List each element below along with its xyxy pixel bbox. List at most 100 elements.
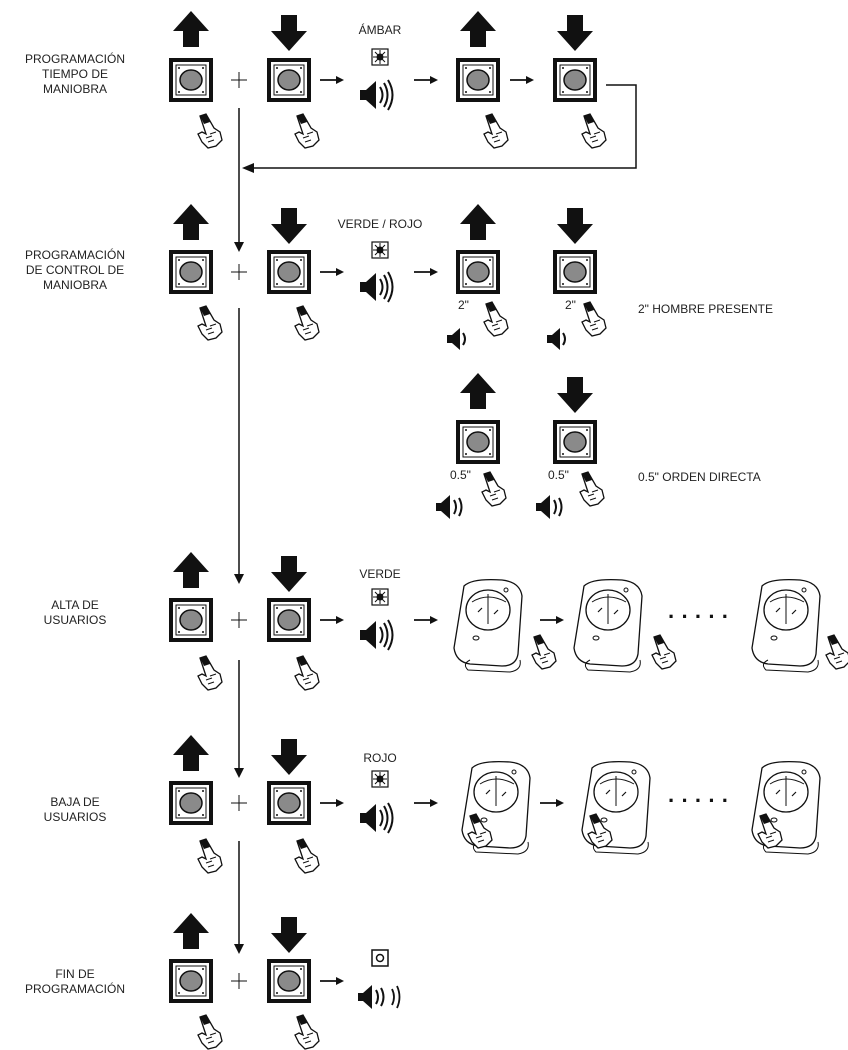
hand-press-icon [481,471,507,507]
row-label-baja: BAJA DE USUARIOS [43,795,107,824]
arrow-down-icon [271,15,307,51]
up-button-icon [169,598,213,642]
arrow-down-icon [557,377,593,413]
green-light-icon [371,588,389,606]
light-label-verde: VERDE [359,567,401,581]
direct-time-down: 0.5" [548,468,569,482]
arrow-up-icon [173,913,209,949]
remote-control-icon [453,578,523,673]
down-button-icon [553,420,597,464]
beep-icon [359,619,394,651]
arrow-down-icon [271,556,307,592]
row-label-alta: ALTA DE USUARIOS [43,598,107,627]
short-beep-icon [446,327,466,351]
beep-icon [357,984,385,1010]
arrow-right-icon [319,615,345,625]
plus-icon [230,794,248,812]
up-button-icon [456,420,500,464]
arrow-down-icon [557,15,593,51]
arrow-up-icon [460,373,496,409]
up-button-icon [169,250,213,294]
light-label-ambar: ÁMBAR [358,23,402,37]
arrow-up-icon [173,11,209,47]
up-button-icon [169,781,213,825]
extra-wave-icon [391,985,401,1009]
arrow-right-icon [319,267,345,277]
arrow-right-icon [539,798,565,808]
arrow-down-icon [271,917,307,953]
flow-arrow-icon [234,768,244,778]
arrow-up-icon [173,735,209,771]
return-line [252,84,637,169]
hand-press-icon [294,838,320,874]
amber-light-icon [371,48,389,66]
hand-press-icon [651,634,677,670]
down-button-icon [267,58,311,102]
plus-icon [230,71,248,89]
arrow-up-icon [460,204,496,240]
hand-press-icon [294,113,320,149]
double-beep-icon [535,494,563,520]
hand-press-icon [581,301,607,337]
hand-press-icon [531,634,557,670]
arrow-down-icon [557,208,593,244]
down-button-icon [553,58,597,102]
flow-arrow-icon [234,944,244,954]
hold-time-up: 2" [458,298,469,312]
short-beep-icon [546,327,566,351]
light-off-icon [371,949,389,967]
red-light-icon [371,770,389,788]
arrow-right-icon [413,75,439,85]
up-button-icon [169,58,213,102]
hand-press-icon [197,1014,223,1050]
row-label-control: PROGRAMACIÓN DE CONTROL DE MANIOBRA [24,248,125,292]
plus-icon [230,611,248,629]
remote-control-icon [573,578,643,673]
up-button-icon [169,959,213,1003]
arrow-right-icon [509,75,535,85]
arrow-right-icon [539,615,565,625]
hand-press-icon [294,305,320,341]
down-button-icon [267,781,311,825]
down-button-icon [553,250,597,294]
light-label-verde-rojo: VERDE / ROJO [337,217,423,231]
return-arrow-icon [242,163,254,173]
hold-time-down: 2" [565,298,576,312]
double-beep-icon [435,494,463,520]
hand-press-icon [581,113,607,149]
arrow-right-icon [319,798,345,808]
arrow-right-icon [319,75,345,85]
arrow-right-icon [413,798,439,808]
arrow-right-icon [413,615,439,625]
arrow-down-icon [271,208,307,244]
arrow-up-icon [460,11,496,47]
row-control [169,204,607,520]
down-button-icon [267,959,311,1003]
down-button-icon [267,598,311,642]
ellipsis-dots: · · · · · [668,788,729,813]
remote-control-icon [751,578,821,673]
hand-press-icon [197,655,223,691]
beep-icon [359,79,394,111]
plus-icon [230,972,248,990]
row-fin [169,913,401,1050]
down-button-icon [267,250,311,294]
row-label-tiempo: PROGRAMACIÓN TIEMPO DE MANIOBRA [24,52,125,96]
hand-press-icon [294,1014,320,1050]
arrow-right-icon [319,976,345,986]
row-alta [169,552,848,691]
hand-press-icon [197,838,223,874]
green-red-light-icon [371,241,389,259]
hand-press-icon [825,634,848,670]
hand-press-icon [579,471,605,507]
arrow-up-icon [173,204,209,240]
light-label-rojo: ROJO [363,751,397,765]
beep-icon [359,271,394,303]
hand-press-icon [197,305,223,341]
flow-arrow-icon [234,574,244,584]
beep-icon [359,802,394,834]
hold-mode-label: 2" HOMBRE PRESENTE [638,302,773,316]
direct-time-up: 0.5" [450,468,471,482]
arrow-right-icon [413,267,439,277]
